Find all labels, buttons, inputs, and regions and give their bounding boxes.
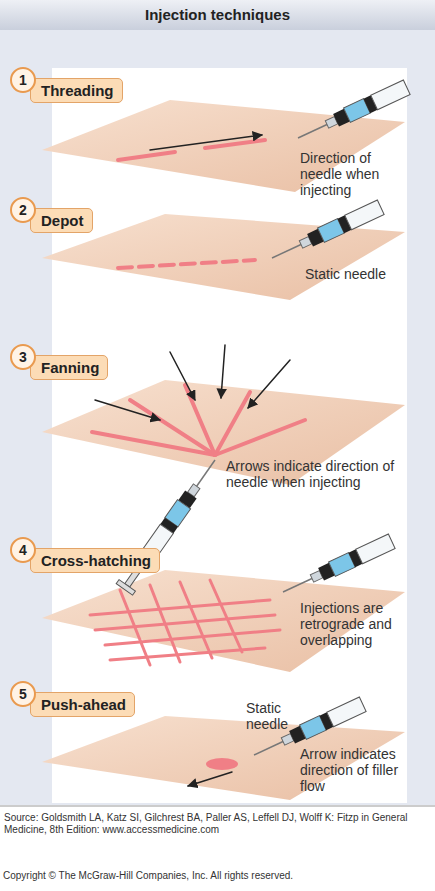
- direction-arrow: [221, 345, 225, 398]
- annotation: Static needle: [305, 266, 400, 282]
- title: Injection techniques: [0, 0, 435, 30]
- filler-line: [105, 630, 280, 645]
- technique-tab: 5Push-ahead: [10, 692, 135, 717]
- direction-arrow: [150, 135, 262, 150]
- technique-tab: 3Fanning: [10, 355, 108, 380]
- filler-line: [118, 260, 255, 268]
- filler-line: [185, 385, 215, 455]
- annotation: Injections are retrograde and overlappin…: [300, 600, 410, 648]
- filler-line: [180, 582, 212, 658]
- technique-name: Fanning: [30, 355, 108, 380]
- callout-number: 5: [10, 681, 36, 707]
- technique-tab: 1Threading: [10, 78, 123, 103]
- syringe: [295, 80, 411, 145]
- filler-line: [210, 580, 242, 652]
- callout-number: 2: [10, 197, 36, 223]
- flow-arrow: [188, 772, 232, 786]
- technique-tab: 2Depot: [10, 208, 93, 233]
- direction-arrow: [248, 360, 290, 408]
- filler-line: [150, 585, 180, 662]
- title-bar: [0, 0, 435, 30]
- callout-number: 4: [10, 537, 36, 563]
- filler-line: [120, 590, 150, 665]
- technique-name: Threading: [30, 78, 123, 103]
- syringe: [269, 200, 385, 265]
- filler-line: [95, 615, 275, 630]
- filler-line: [118, 152, 175, 160]
- technique-name: Depot: [30, 208, 93, 233]
- syringe: [280, 534, 396, 599]
- source-caption: Source: Goldsmith LA, Katz SI, Gilchrest…: [4, 812, 430, 836]
- callout-number: 1: [10, 67, 36, 93]
- frame: [0, 30, 435, 805]
- annotation: Arrows indicate direction of needle when…: [226, 458, 406, 490]
- technique-name: Push-ahead: [30, 692, 135, 717]
- annotation: Arrow indicates direction of filler flow: [300, 746, 412, 794]
- annotation: Static needle: [246, 700, 316, 732]
- annotation: Direction of needle when injecting: [300, 150, 415, 198]
- copyright-note: Copyright © The McGraw-Hill Companies, I…: [3, 870, 431, 882]
- direction-arrow: [95, 400, 160, 420]
- syringe: [115, 453, 225, 596]
- filler-line: [215, 420, 305, 455]
- filler-bolus: [206, 758, 238, 770]
- callout-number: 3: [10, 344, 36, 370]
- technique-tab: 4Cross-hatching: [10, 548, 160, 573]
- rule: [0, 806, 435, 807]
- direction-arrow: [170, 352, 195, 400]
- filler-line: [90, 600, 270, 615]
- technique-name: Cross-hatching: [30, 548, 160, 573]
